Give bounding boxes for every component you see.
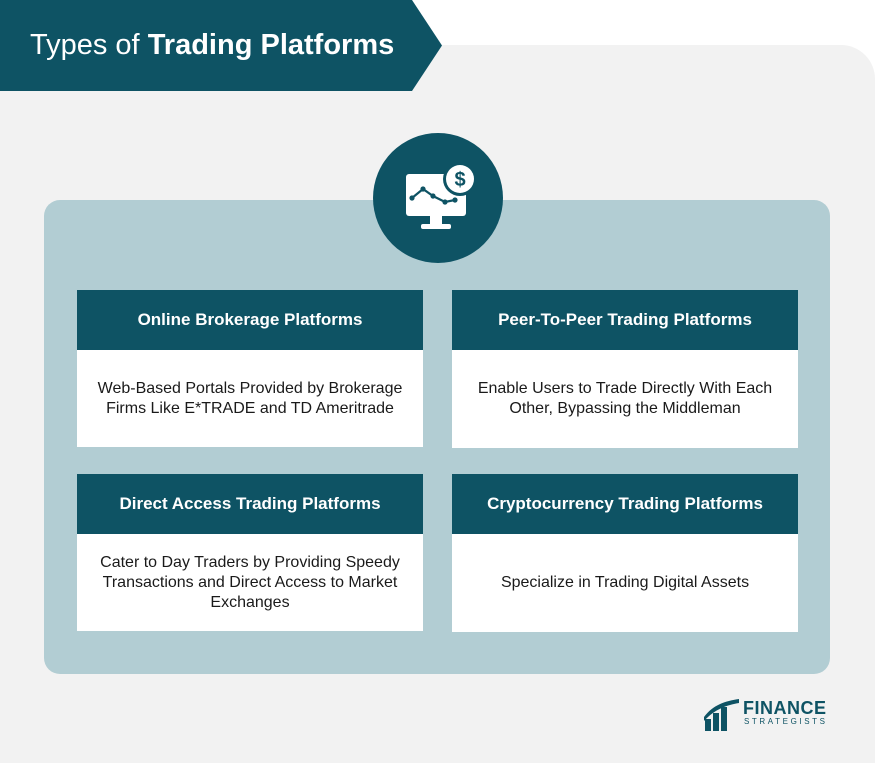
card-description-box: Specialize in Trading Digital Assets xyxy=(452,534,798,632)
card-description-box: Cater to Day Traders by Providing Speedy… xyxy=(77,534,423,631)
card-online-brokerage: Online Brokerage Platforms Web-Based Por… xyxy=(77,290,423,447)
card-description-box: Enable Users to Trade Directly With Each… xyxy=(452,350,798,448)
finance-strategists-logo: FINANCE STRATEGISTS xyxy=(703,697,843,733)
card-description: Specialize in Trading Digital Assets xyxy=(500,574,750,591)
svg-text:$: $ xyxy=(454,169,465,191)
logo-wordmark: FINANCE xyxy=(743,698,827,718)
card-title: Online Brokerage Platforms xyxy=(77,290,423,350)
card-title: Peer-To-Peer Trading Platforms xyxy=(452,290,798,350)
card-peer-to-peer: Peer-To-Peer Trading Platforms Enable Us… xyxy=(452,290,798,448)
card-description: Enable Users to Trade Directly With Each… xyxy=(477,380,773,417)
title-banner: Types of Trading Platforms xyxy=(0,0,442,91)
monitor-dollar-icon: $ xyxy=(373,133,503,263)
page-title: Types of Trading Platforms xyxy=(30,0,394,91)
card-title: Direct Access Trading Platforms xyxy=(77,474,423,534)
logo-subtitle: STRATEGISTS xyxy=(744,717,828,726)
page-title-light: Types of xyxy=(30,29,140,61)
page-title-bold: Trading Platforms xyxy=(147,29,395,61)
card-description: Cater to Day Traders by Providing Speedy… xyxy=(100,553,400,611)
card-title: Cryptocurrency Trading Platforms xyxy=(452,474,798,534)
card-direct-access: Direct Access Trading Platforms Cater to… xyxy=(77,474,423,631)
card-description-box: Web-Based Portals Provided by Brokerage … xyxy=(77,350,423,447)
card-description: Web-Based Portals Provided by Brokerage … xyxy=(97,379,403,417)
card-cryptocurrency: Cryptocurrency Trading Platforms Special… xyxy=(452,474,798,632)
logo-mark-icon xyxy=(704,699,739,731)
